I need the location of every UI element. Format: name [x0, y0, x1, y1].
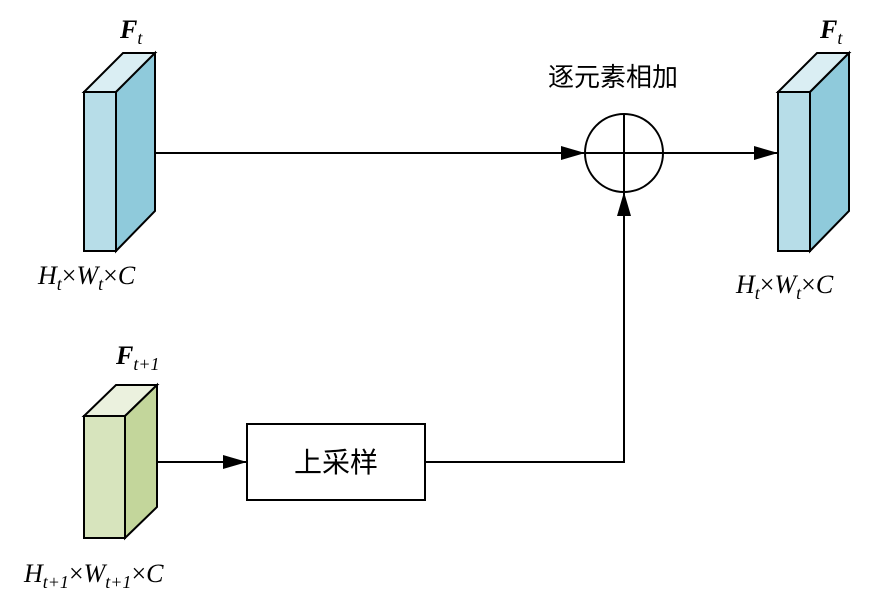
output-tensor-ft-dims: Ht×Wt×C	[735, 270, 834, 303]
input-tensor-ft	[81, 50, 158, 254]
input-tensor-ft-name: Ft	[119, 15, 143, 48]
output-tensor-ft-name: Ft	[819, 15, 843, 48]
add-node-label: 逐元素相加	[548, 63, 678, 93]
input-tensor-ft1	[81, 382, 160, 541]
output-tensor-ft	[775, 50, 852, 254]
input-tensor-ft1-dims: Ht+1×Wt+1×C	[23, 559, 164, 592]
upsample-box: 上采样	[246, 423, 426, 501]
tensor-front-face	[83, 91, 117, 252]
input-tensor-ft-dims: Ht×Wt×C	[37, 261, 136, 294]
tensor-front-face	[83, 415, 126, 539]
input-tensor-ft1-name: Ft+1	[115, 341, 160, 374]
tensor-front-face	[777, 91, 811, 252]
arrow-upsample-to-add	[425, 192, 631, 463]
upsample-label: 上采样	[294, 446, 378, 479]
element-wise-add-icon	[584, 113, 664, 193]
